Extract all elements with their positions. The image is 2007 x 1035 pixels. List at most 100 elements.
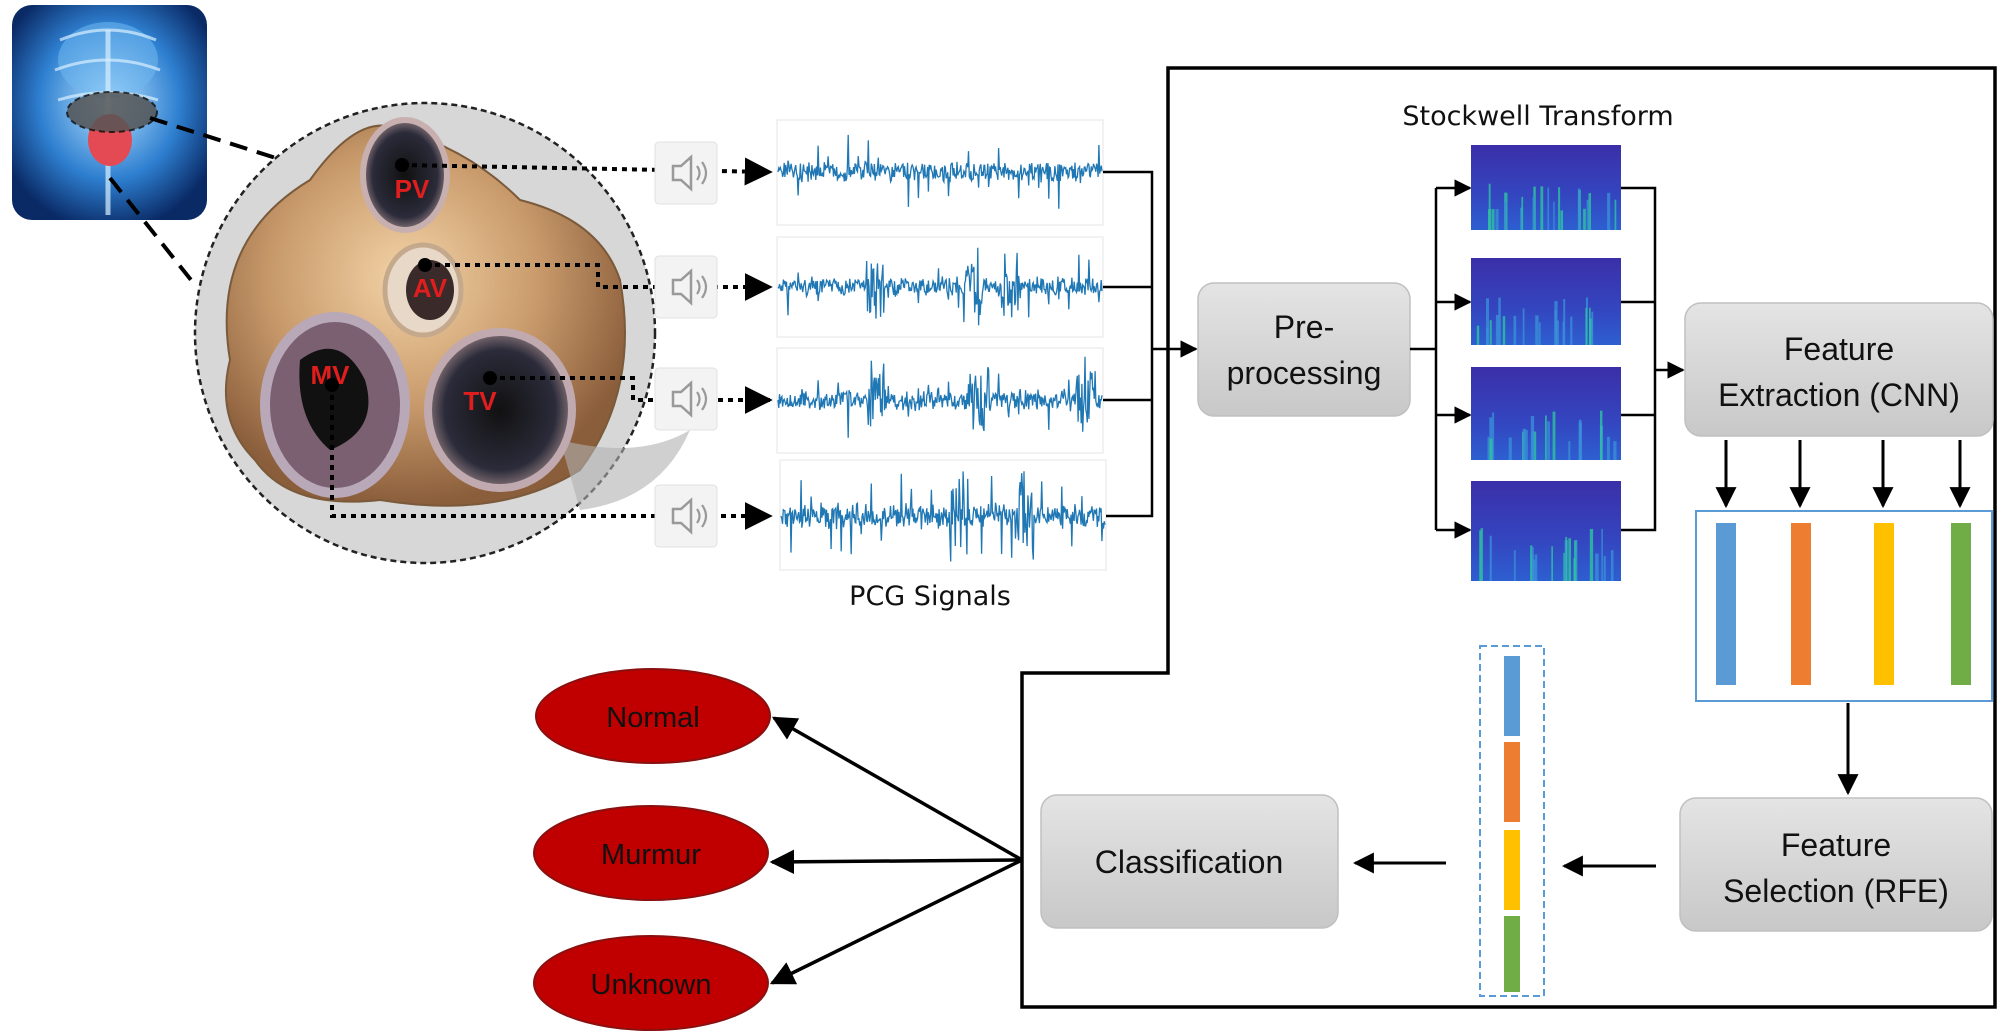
classification-label: Classification xyxy=(1095,844,1284,880)
stockwell-transform-label: Stockwell Transform xyxy=(1402,101,1673,132)
scalogram-streak xyxy=(1480,528,1483,581)
scalogram-streak xyxy=(1585,307,1587,345)
feature-extraction-label-line1: Feature xyxy=(1784,331,1894,367)
scalogram-streak xyxy=(1613,441,1617,460)
scalogram-streak xyxy=(1489,535,1492,581)
scalogram-streak xyxy=(1589,307,1591,345)
feature-bar-orange xyxy=(1791,523,1811,685)
scalogram-image xyxy=(1471,481,1621,581)
scalogram-streak xyxy=(1492,412,1495,460)
scalogram-streak xyxy=(1563,552,1565,581)
output-label-normal: Normal xyxy=(606,702,699,734)
valve-label-pv: PV xyxy=(395,174,430,204)
scalogram-image xyxy=(1471,145,1621,230)
scalogram-streak xyxy=(1487,436,1490,460)
scalogram-streak xyxy=(1595,553,1599,581)
scalogram-streak xyxy=(1504,201,1507,230)
scalogram-streak xyxy=(1553,201,1555,230)
scalogram-streak xyxy=(1563,299,1566,345)
pipeline-frame xyxy=(1020,66,1997,1009)
feature-bar-blue xyxy=(1716,523,1736,685)
signal-merge-lines xyxy=(1103,170,1198,518)
classification-box: Classification xyxy=(1040,794,1339,929)
preprocessing-label-line1: Pre- xyxy=(1274,309,1334,345)
pcg-waveform xyxy=(777,356,1103,438)
output-class-murmur: Murmur xyxy=(533,805,769,901)
scalogram-streak xyxy=(1552,411,1556,460)
heart-valves-photo: PV AV MV TV xyxy=(193,101,690,565)
output-class-unknown: Unknown xyxy=(533,935,769,1031)
body-xray-icon xyxy=(12,5,207,220)
scalogram-streak xyxy=(1600,410,1603,460)
scalogram-streak xyxy=(1574,540,1577,581)
scalogram-streak xyxy=(1530,545,1533,581)
scalogram-streak xyxy=(1540,186,1544,230)
scalogram-streak xyxy=(1575,539,1578,581)
scalogram-streak xyxy=(1568,538,1571,581)
scalogram-streak xyxy=(1513,550,1516,581)
output-class-normal: Normal xyxy=(535,668,771,764)
scalogram-streak xyxy=(1498,297,1501,345)
output-label-unknown: Unknown xyxy=(591,969,712,1001)
feature-selection-label-line2: Selection (RFE) xyxy=(1723,873,1949,909)
feature-extraction-label-line2: Extraction (CNN) xyxy=(1718,377,1960,413)
scalogram-streak xyxy=(1586,199,1589,230)
feature-bar-yellow xyxy=(1874,523,1894,685)
scalogram-streak xyxy=(1479,530,1482,581)
feature-bar-green xyxy=(1951,523,1971,685)
scalogram-streak xyxy=(1531,547,1534,581)
scalogram-streak xyxy=(1488,183,1491,230)
scalogram-streak xyxy=(1522,308,1525,345)
speaker-icon xyxy=(654,141,718,205)
scalogram-streak xyxy=(1520,207,1523,230)
scalogram-streak xyxy=(1610,550,1614,581)
scalogram-streak xyxy=(1583,208,1586,230)
scalogram-streak xyxy=(1570,316,1573,345)
output-label-murmur: Murmur xyxy=(601,839,701,871)
scalogram-streak xyxy=(1489,438,1493,460)
stockwell-scalograms xyxy=(1471,145,1621,581)
scalogram-streak xyxy=(1565,536,1568,581)
scalogram-streak xyxy=(1607,436,1610,460)
scalogram-streak xyxy=(1589,318,1593,345)
scalogram-streak xyxy=(1508,437,1512,460)
feature-selection-label-line1: Feature xyxy=(1781,827,1891,863)
preprocessing-label-line2: processing xyxy=(1227,355,1382,391)
scalogram-streak xyxy=(1532,196,1535,230)
scalogram-streak xyxy=(1489,320,1492,345)
scalogram-streak xyxy=(1614,199,1617,230)
feature-selection-box: Feature Selection (RFE) xyxy=(1679,797,1993,932)
scalogram-streak xyxy=(1522,428,1526,460)
scalogram-streak xyxy=(1476,325,1480,345)
scalogram-image xyxy=(1471,367,1621,460)
speaker-icon xyxy=(654,367,718,431)
scalogram-merge-lines xyxy=(1621,186,1685,532)
pcg-signal-panels xyxy=(776,119,1107,571)
scalogram-streak xyxy=(1495,209,1499,230)
selected-feature-vector xyxy=(1479,645,1545,997)
scalogram-streak xyxy=(1588,193,1591,230)
scalogram-streak xyxy=(1603,556,1606,581)
feature-extraction-arrows xyxy=(1715,440,1971,509)
scalogram-streak xyxy=(1535,315,1539,345)
scalogram-streak xyxy=(1558,187,1561,230)
scalogram-streak xyxy=(1533,431,1537,460)
scalogram-streak xyxy=(1601,528,1603,581)
feature-extraction-box: Feature Extraction (CNN) xyxy=(1684,302,1994,437)
preprocessing-box: Pre- processing xyxy=(1197,282,1411,417)
connector-dashed xyxy=(108,176,197,287)
scalogram-streak xyxy=(1513,315,1517,345)
scalogram-streak xyxy=(1502,316,1506,345)
preprocessing-split-lines xyxy=(1410,179,1472,539)
scalogram-streak xyxy=(1525,430,1528,460)
scalogram-streak xyxy=(1486,298,1489,345)
scalogram-image xyxy=(1471,258,1621,345)
scalogram-streak xyxy=(1495,315,1500,345)
speaker-icon-group xyxy=(654,141,718,548)
scalogram-streak xyxy=(1554,310,1557,345)
scalogram-streak xyxy=(1547,421,1550,460)
valve-label-tv: TV xyxy=(463,386,497,416)
scalogram-streak xyxy=(1568,441,1571,460)
scalogram-streak xyxy=(1578,419,1581,460)
